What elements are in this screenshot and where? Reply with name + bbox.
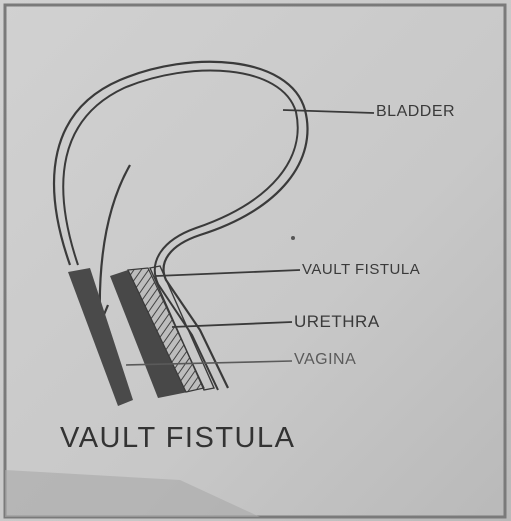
bladder-label: BLADDER: [376, 103, 455, 121]
vault-fistula-label: VAULT FISTULA: [302, 261, 420, 278]
stray-dot: [291, 236, 295, 240]
vagina-label: VAGINA: [294, 351, 356, 369]
figure-caption: VAULT FISTULA: [60, 422, 295, 455]
urethra-label: URETHRA: [294, 312, 380, 332]
